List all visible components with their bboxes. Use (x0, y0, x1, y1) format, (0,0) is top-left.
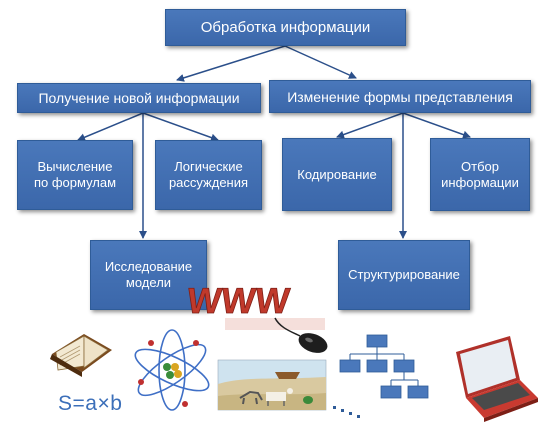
leaf-box-structuring: Структурирование (338, 240, 470, 310)
mouse-icon (274, 317, 328, 353)
branch-label-obtain: Получение новой информации (38, 90, 240, 106)
branch-box-obtain: Получение новой информации (17, 83, 261, 113)
leaf-box-model-research: Исследование модели (90, 240, 207, 310)
atom-icon (134, 329, 210, 411)
root-label: Обработка информации (200, 18, 371, 36)
leaf-label-logic: Логические рассуждения (168, 159, 249, 190)
arrow-left-calc (77, 112, 144, 142)
leaf-label-selection: Отбор информации (441, 158, 519, 190)
branch-box-transform: Изменение формы представления (269, 80, 531, 113)
leaf-label-coding: Кодирование (297, 166, 377, 182)
www-text: WWW (185, 280, 292, 321)
leaf-box-calculation: Вычисление по формулам (17, 140, 133, 210)
arrow-root-left (176, 45, 286, 82)
org-chart-icon (333, 334, 429, 418)
arrow-right-select (402, 112, 471, 139)
landscape-picture (217, 359, 327, 411)
root-box: Обработка информации (165, 9, 406, 46)
leaf-box-selection: Отбор информации (430, 138, 530, 211)
book-icon (50, 334, 112, 377)
leaf-label-model-research: Исследование модели (104, 259, 193, 290)
area-formula: S=a×b (58, 392, 123, 415)
arrow-root-right (284, 45, 357, 79)
leaf-label-structuring: Структурирование (348, 267, 460, 282)
laptop-icon (456, 336, 538, 422)
leaf-label-calculation: Вычисление по формулам (33, 159, 117, 190)
branch-label-transform: Изменение формы представления (287, 88, 513, 105)
arrow-left-logic (142, 112, 219, 142)
www-logo: WWW (185, 280, 325, 330)
arrow-right-coding (336, 112, 404, 139)
leaf-box-coding: Кодирование (282, 138, 392, 211)
leaf-box-logic: Логические рассуждения (155, 140, 262, 210)
